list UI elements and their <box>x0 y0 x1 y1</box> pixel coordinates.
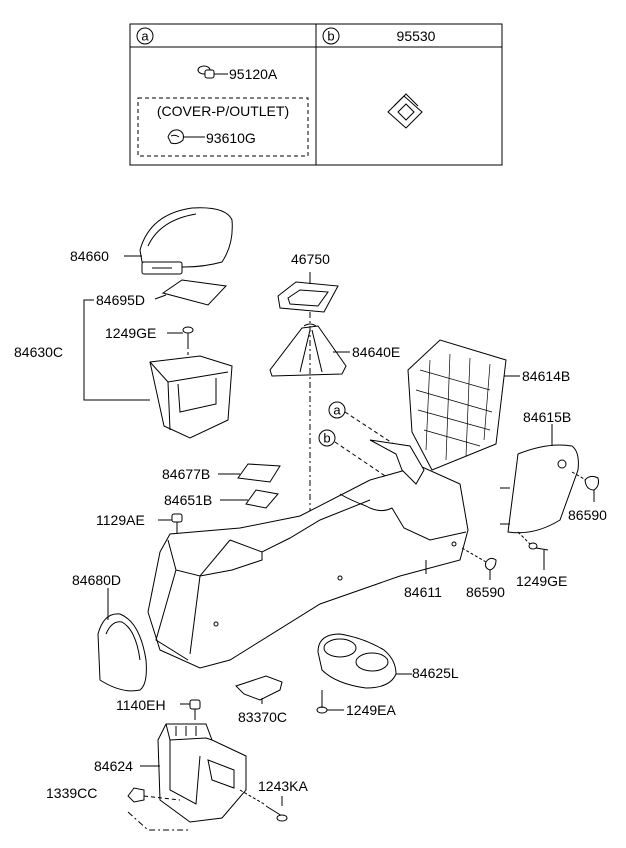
bolt-1129ae-drawing <box>158 513 183 540</box>
part-label-1243ka: 1243KA <box>258 778 308 794</box>
legend-95530-label: 95530 <box>397 28 436 44</box>
part-label-1129ae: 1129AE <box>96 512 145 528</box>
part-label-84677b: 84677B <box>162 466 210 482</box>
part-label-84615b: 84615B <box>523 409 571 425</box>
side-panel-84614b-drawing <box>407 339 507 471</box>
part-label-1249ea: 1249EA <box>346 702 396 718</box>
part-label-46750: 46750 <box>291 251 330 267</box>
bolt-1140eh-drawing <box>180 699 201 720</box>
part-label-84651b: 84651B <box>164 492 212 508</box>
part-label-1249ge-upper: 1249GE <box>105 325 156 341</box>
part-label-83370c: 83370C <box>238 709 287 725</box>
pad-84651b-drawing <box>245 489 279 509</box>
part-label-1249ge-right: 1249GE <box>516 573 567 589</box>
screw-1243ka-drawing <box>239 789 288 822</box>
part-label-86590-right: 86590 <box>568 507 607 523</box>
svg-text:b: b <box>323 431 330 446</box>
clip-86590-right-drawing <box>571 471 599 502</box>
svg-text:a: a <box>141 29 149 44</box>
legend-95120a-label: 95120A <box>229 66 278 82</box>
blank-plug-95530-drawing <box>387 93 423 129</box>
screw-1249ea-drawing <box>316 690 344 714</box>
side-panel-84615b-drawing <box>500 444 579 534</box>
part-label-84680d: 84680D <box>72 572 121 588</box>
legend-table <box>129 23 503 166</box>
cover-outlet-group-box <box>137 97 309 157</box>
part-label-84660: 84660 <box>70 248 109 264</box>
screw-1249ge-right-drawing <box>517 531 549 570</box>
nut-1339cc-drawing <box>127 787 181 803</box>
armrest-cover-drawing <box>139 207 233 275</box>
pad-84695d-drawing <box>161 279 228 306</box>
part-label-1339cc: 1339CC <box>46 785 97 801</box>
part-label-86590-center: 86590 <box>466 584 505 600</box>
cap-93610g-drawing <box>167 129 205 145</box>
svg-text:b: b <box>327 29 334 44</box>
pad-84677b-drawing <box>237 463 281 483</box>
legend-col-a-marker: a <box>136 27 154 45</box>
callout-b-marker: b <box>318 429 336 447</box>
boot-ring-46750-drawing <box>277 281 339 313</box>
console-body-84611-drawing <box>147 439 469 669</box>
part-label-84630c: 84630C <box>14 344 63 360</box>
shift-boot-84640e-drawing <box>269 323 347 377</box>
cup-holder-84625l-drawing <box>317 633 397 689</box>
part-label-84614b: 84614B <box>522 368 570 384</box>
screw-1249ge-upper-drawing <box>167 326 194 362</box>
leader-84695d <box>154 294 167 300</box>
clip-95120a-drawing <box>197 65 228 79</box>
support-bracket-84624-drawing <box>157 723 247 823</box>
legend-col-b-marker: b <box>322 27 340 45</box>
cover-outlet-title: (COVER-P/OUTLET) <box>157 103 289 119</box>
part-label-84640e: 84640E <box>352 344 400 360</box>
legend-93610g-label: 93610G <box>206 130 256 146</box>
clip-86590-center-drawing <box>461 547 497 580</box>
part-label-84624: 84624 <box>94 758 133 774</box>
part-label-84625l: 84625L <box>412 665 459 681</box>
storage-box-84630c-drawing <box>149 355 233 439</box>
end-cover-84680d-drawing <box>97 613 147 692</box>
callout-a-marker: a <box>328 401 346 419</box>
part-label-84611: 84611 <box>404 584 442 600</box>
bracket-83370c-drawing <box>235 675 283 701</box>
part-label-84695d: 84695D <box>96 292 145 308</box>
part-label-1140eh: 1140EH <box>116 697 166 713</box>
leader-bracket-84630c <box>83 299 150 401</box>
svg-text:a: a <box>333 403 341 418</box>
